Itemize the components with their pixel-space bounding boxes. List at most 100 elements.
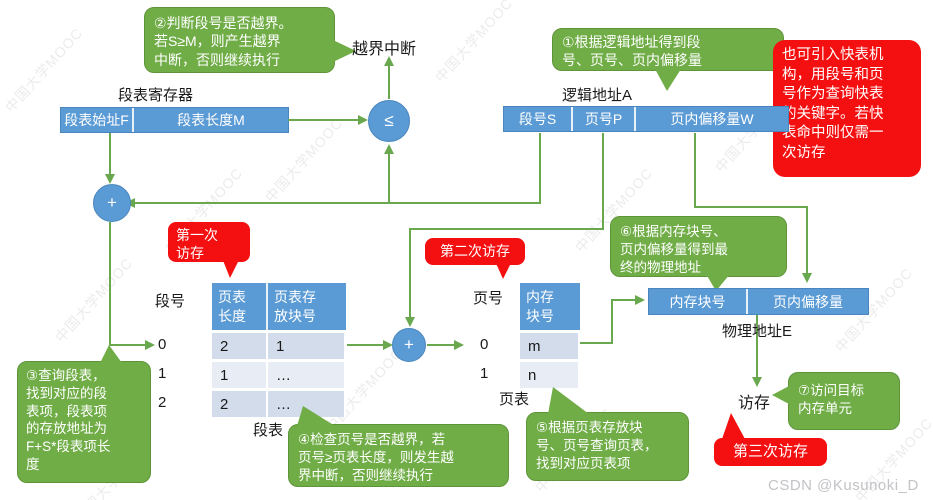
table-row: 1 … <box>212 362 346 388</box>
page-table-header-block: 内存 块号 <box>520 283 580 330</box>
segment-row-label: 1 <box>158 365 167 382</box>
arrow-line <box>539 133 541 204</box>
table-row: 2 … <box>212 391 346 417</box>
badge-tail-third <box>722 413 745 439</box>
note-tlb-quick-table: 也可引入快表机 构，用段号和页 号作为查询快表 的关键字。若快 表命中则仅需一 … <box>773 40 921 177</box>
watermark-text: 中国大学MOOC <box>431 0 516 86</box>
segment-cell: 2 <box>212 333 268 359</box>
arrow-line <box>388 62 390 99</box>
callout-tail-step4 <box>297 406 335 426</box>
page-row-label: 1 <box>480 365 489 382</box>
arrow-line <box>580 342 613 344</box>
watermark-text: 中国大学MOOC <box>51 254 136 346</box>
callout-tail-step2 <box>333 40 356 62</box>
arrow-line <box>109 344 149 346</box>
callout-step6-form-physical-address: ⑥根据内存块号、 页内偏移量得到最 终的物理地址 <box>610 216 787 277</box>
segment-cell: 2 <box>212 391 268 417</box>
watermark-text: 中国大学MOOC <box>1 24 86 116</box>
page-row-label: 0 <box>480 336 489 353</box>
arrow-line <box>806 206 808 276</box>
arrow-line <box>409 228 604 230</box>
callout-tail-step1 <box>655 69 681 91</box>
callout-step7-access-target: ⑦访问目标 内存单元 <box>788 372 900 430</box>
physical-offset-field: 页内偏移量 <box>748 289 868 314</box>
segment-table: 页表 长度 页表存 放块号 2 1 1 … 2 … <box>212 283 346 417</box>
badge-third-memory-access: 第三次访存 <box>714 438 827 466</box>
segment-row-label: 0 <box>158 336 167 353</box>
badge-second-memory-access: 第二次访存 <box>425 238 525 265</box>
badge-first-memory-access: 第一次 访存 <box>168 222 250 262</box>
callout-step1-split-logical-address: ①根据逻辑地址得到段 号、页号、页内偏移量 <box>552 28 784 71</box>
arrowhead-up <box>384 56 394 66</box>
arrow-line <box>288 119 362 121</box>
segment-row-label: 2 <box>158 394 167 411</box>
physical-address-title: 物理地址E <box>722 323 793 340</box>
segment-table-register: 段表始址F 段表长度M <box>60 107 289 133</box>
arrowhead-right <box>358 115 368 125</box>
arrow-line <box>409 228 411 320</box>
segment-cell: 1 <box>268 333 346 359</box>
table-row: m <box>520 333 580 359</box>
callout-tail-step7 <box>772 386 789 404</box>
arrowhead-right <box>454 340 464 350</box>
callout-step5-lookup-page-table: ⑤根据页表存放块 号、页号查询页表， 找到对应页表项 <box>526 412 689 481</box>
segment-no-label: 段号 <box>155 293 186 310</box>
arrowhead-down <box>802 273 812 283</box>
callout-tail-step5 <box>548 387 589 414</box>
arrow-line <box>347 344 387 346</box>
badge-tail-first <box>222 258 240 278</box>
arrow-line <box>602 133 604 230</box>
arrow-line <box>133 202 541 204</box>
seg-table-base-field: 段表始址F <box>61 108 134 132</box>
callout-tail-step3 <box>100 345 122 363</box>
arrow-line <box>611 299 639 301</box>
page-no-label: 页号 <box>473 290 504 307</box>
segment-cell: … <box>268 362 346 388</box>
logical-page-field: 页号P <box>573 107 636 131</box>
interrupt-label: 越界中断 <box>352 41 417 58</box>
arrow-line <box>427 344 458 346</box>
badge-tail-second <box>495 261 512 279</box>
segment-table-header-block: 页表存 放块号 <box>268 283 346 330</box>
add-operator-circle-2: + <box>392 328 426 362</box>
arrow-line <box>109 133 111 177</box>
table-row: 2 1 <box>212 333 346 359</box>
compare-operator-circle: ≤ <box>368 100 410 142</box>
page-table-row-labels: 0 1 <box>480 330 488 388</box>
segment-table-header-length: 页表 长度 <box>212 283 268 330</box>
segment-table-row-labels: 0 1 2 <box>158 330 166 417</box>
logical-address-title: 逻辑地址A <box>562 87 633 104</box>
logical-seg-field: 段号S <box>504 107 573 131</box>
segment-table-caption: 段表 <box>253 422 284 439</box>
arrow-line <box>756 315 758 380</box>
seg-register-title: 段表寄存器 <box>118 87 194 104</box>
arrow-line <box>694 206 808 208</box>
arrow-line <box>388 150 390 204</box>
arrowhead-right <box>383 340 393 350</box>
callout-step3-lookup-segment-table: ③查询段表， 找到对应的段 表项，段表项 的存放地址为 F+S*段表项长 度 <box>17 361 151 483</box>
arrowhead-up <box>384 144 394 154</box>
arrow-line <box>611 299 613 344</box>
arrowhead-down <box>405 317 415 327</box>
page-cell: n <box>520 362 580 388</box>
page-table: 内存 块号 m n <box>520 283 580 388</box>
callout-tail-step6 <box>706 274 730 291</box>
add-operator-circle-1: + <box>93 184 131 222</box>
physical-address-bar: 内存块号 页内偏移量 <box>648 288 869 315</box>
page-table-caption: 页表 <box>499 391 530 408</box>
arrow-line <box>694 133 696 208</box>
page-cell: m <box>520 333 580 359</box>
arrow-line <box>109 222 111 346</box>
arrowhead-right <box>635 295 645 305</box>
logical-offset-field: 页内偏移量W <box>636 107 788 131</box>
csdn-credit: CSDN @Kusunoki_D <box>768 477 919 494</box>
logical-address-bar: 段号S 页号P 页内偏移量W <box>503 106 789 132</box>
memory-access-label: 访存 <box>738 395 771 412</box>
callout-step2-check-segment-bounds: ②判断段号是否越界。 若S≥M，则产生越界 中断，否则继续执行 <box>144 7 335 73</box>
table-row: n <box>520 362 580 388</box>
callout-step4-check-page-bounds: ④检查页号是否越界，若 页号≥页表长度，则发生越 界中断，否则继续执行 <box>288 424 509 487</box>
physical-block-field: 内存块号 <box>649 289 748 314</box>
arrowhead-right <box>145 340 155 350</box>
arrowhead-down <box>105 174 115 184</box>
